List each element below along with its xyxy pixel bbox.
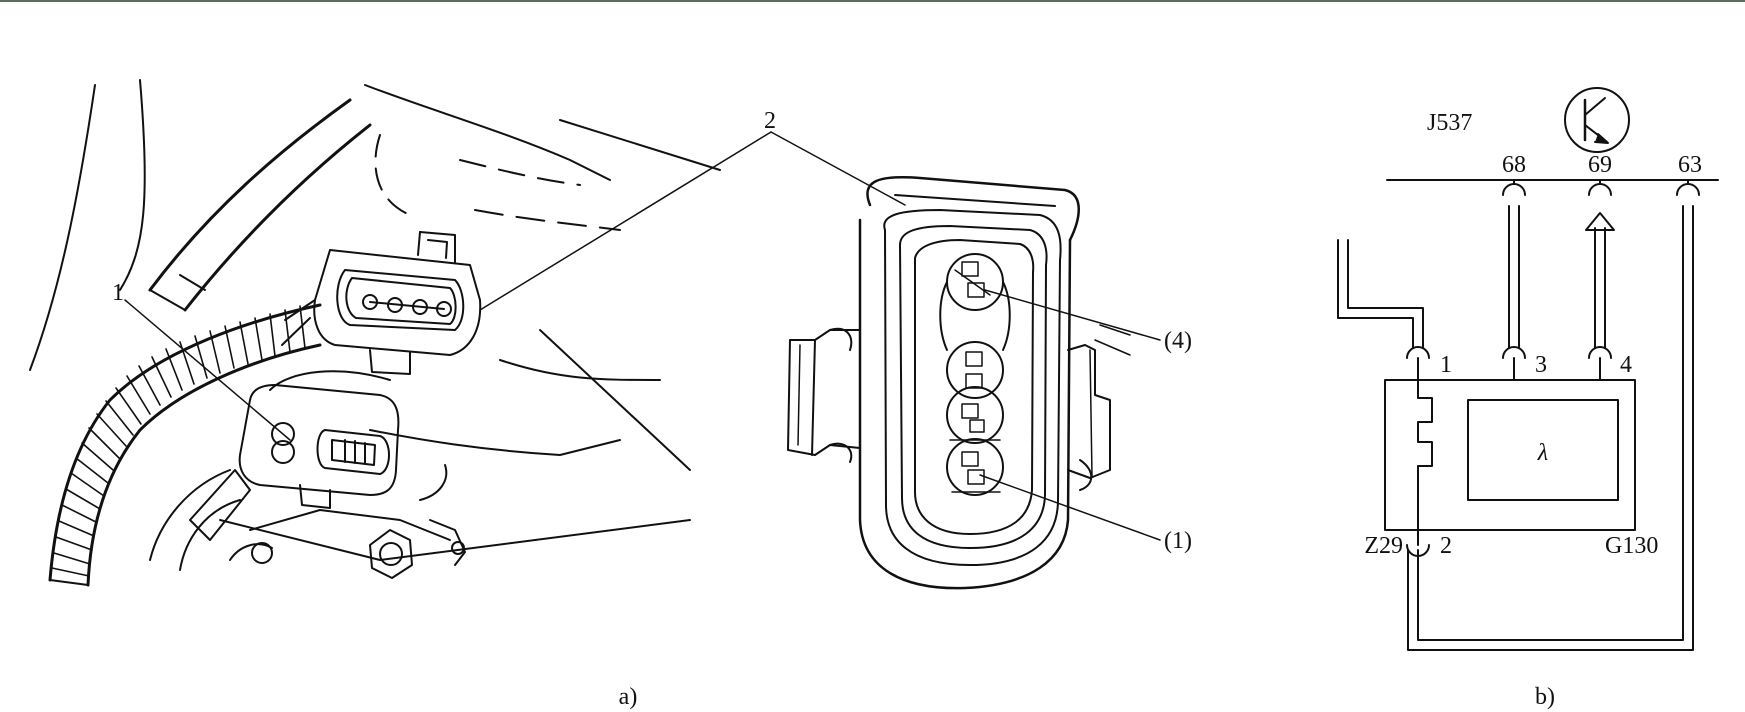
callout-leader-1	[124, 299, 291, 441]
wiring-schematic	[1337, 87, 1719, 651]
ecu-pin-68-terminal	[1502, 183, 1526, 196]
engine-bay-drawing	[29, 79, 906, 587]
lambda-element	[1467, 399, 1619, 501]
caption-a: a)	[619, 684, 638, 710]
lower-connector	[238, 370, 400, 509]
upper-connector	[281, 231, 482, 375]
pin-label-1: (1)	[1164, 528, 1192, 554]
ecu-pin-63-label: 63	[1678, 152, 1702, 178]
top-border	[0, 0, 1745, 2]
heater-element	[1417, 379, 1433, 531]
sensor-pin-2-label: 2	[1440, 533, 1452, 559]
ecu-pin-69-label: 69	[1588, 152, 1612, 178]
sensor-pin-1-label: 1	[1440, 352, 1452, 378]
pin1-leader	[979, 474, 1161, 541]
ecu-pin-69-terminal	[1588, 183, 1612, 196]
sensor-pin-4-label: 4	[1620, 352, 1632, 378]
transistor-symbol	[1564, 87, 1630, 153]
ecu-pin-63-terminal	[1676, 183, 1700, 196]
sensor-pin-2-terminal	[1406, 544, 1430, 557]
connector-closeup	[787, 176, 1161, 590]
pin4-leader	[984, 289, 1161, 341]
callout-label-2: 2	[764, 108, 776, 134]
mounting-bracket	[149, 464, 466, 579]
sensor-label: G130	[1605, 533, 1658, 559]
callout-label-1: 1	[112, 280, 124, 306]
callout-leader-2-right	[770, 131, 906, 206]
pin-label-4: (4)	[1164, 328, 1192, 354]
caption-b: b)	[1535, 684, 1555, 710]
ecu-label: J537	[1427, 110, 1472, 136]
sensor-pin-3-label: 3	[1535, 352, 1547, 378]
callout-leader-2-left	[479, 131, 772, 311]
sensor-pin-3-terminal	[1502, 346, 1526, 359]
sensor-body	[1384, 379, 1636, 531]
ecu-pin-68-label: 68	[1502, 152, 1526, 178]
lambda-symbol: λ	[1537, 440, 1548, 466]
heater-label: Z29	[1364, 533, 1403, 559]
sensor-pin-1-terminal	[1406, 346, 1430, 359]
sensor-pin-4-terminal	[1588, 346, 1612, 359]
